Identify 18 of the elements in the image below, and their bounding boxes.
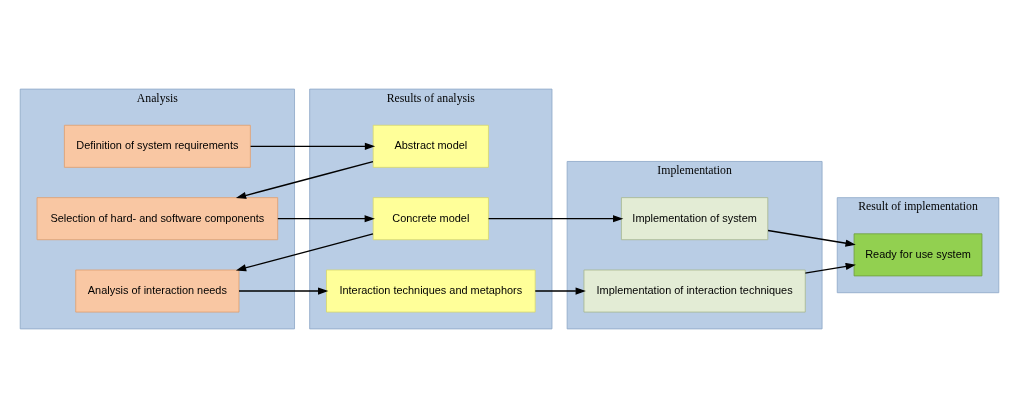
arrow [534, 287, 586, 295]
node-box: Ready for use system [853, 233, 982, 277]
node-box: Analysis of interaction needs [74, 269, 239, 313]
node-box: Interaction techniques and metaphors [325, 269, 536, 313]
node-box: Implementation of interaction techniques [583, 269, 806, 313]
arrow [487, 215, 623, 223]
node-box: Concrete model [372, 197, 489, 241]
arrow [804, 262, 856, 274]
arrow [249, 142, 375, 150]
arrow [766, 229, 856, 247]
arrow [276, 215, 375, 223]
arrow [237, 287, 328, 295]
arrow [235, 160, 374, 199]
arrow [235, 233, 374, 272]
node-box: Abstract model [372, 124, 489, 168]
node-box: Implementation of system [620, 197, 768, 241]
node-box: Definition of system requirements [63, 124, 251, 168]
node-box: Selection of hard- and software components [36, 197, 278, 241]
